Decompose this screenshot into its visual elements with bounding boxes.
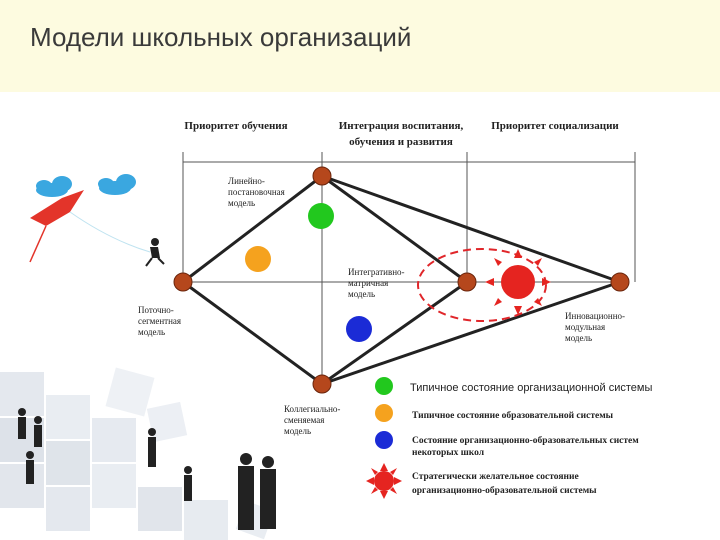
innovation-model-label-2: модульная [565, 322, 605, 332]
node-linear-staged [312, 166, 332, 186]
priority-socialization-label: Приоритет социализации [491, 120, 619, 132]
integrative-model-label: Интегративно- [348, 267, 405, 277]
puzzle-decoration-icon [0, 367, 275, 540]
cloud-icon [98, 174, 136, 195]
node-collegial [312, 374, 332, 394]
integrative-model-label-2: матричная [348, 278, 388, 288]
linear-model-label: Линейно- [228, 176, 265, 186]
innovation-model-label-3: модель [565, 333, 592, 343]
collegial-model-label: Коллегиально- [284, 404, 340, 414]
legend-red-label-2: организационно-образовательной системы [412, 485, 597, 496]
organizational-state-circle [308, 203, 334, 229]
node-integrative-matrix [457, 272, 477, 292]
priority-learning-label: Приоритет обучения [184, 120, 287, 132]
collegial-model-label-2: сменяемая [284, 415, 324, 425]
integrative-model-label-3: модель [348, 289, 375, 299]
model-connections [182, 174, 621, 386]
legend-sun-icon [366, 463, 402, 499]
node-stream-segment [173, 272, 193, 292]
legend-orange-label: Типичное состояние образовательной систе… [412, 410, 614, 421]
page-title: Модели школьных организаций [30, 22, 412, 52]
educational-state-circle [245, 246, 271, 272]
cloud-icon [36, 176, 72, 197]
legend-green-label: Типичное состояние организационной систе… [410, 382, 652, 394]
collegial-model-label-3: модель [284, 426, 311, 436]
legend-blue-label-2: некоторых школ [412, 448, 485, 458]
stream-model-label: Поточно- [138, 305, 174, 315]
legend-orange-marker [375, 404, 393, 422]
priority-integration-label: Интеграция воспитания, [339, 120, 464, 132]
desired-zone-outline [417, 248, 547, 322]
legend-blue-label: Состояние организационно-образовательных… [412, 435, 639, 446]
innovation-model-label: Инновационно- [565, 311, 625, 321]
running-figure-icon [145, 238, 165, 267]
priority-integration-label-2: обучения и развития [349, 136, 453, 148]
legend-red-label: Стратегически желательное состояние [412, 472, 579, 482]
some-schools-state-circle [346, 316, 372, 342]
legend-blue-marker [375, 431, 393, 449]
legend-green-marker [375, 377, 393, 395]
stream-model-label-2: сегментная [138, 316, 181, 326]
stream-model-label-3: модель [138, 327, 165, 337]
linear-model-label-3: модель [228, 198, 255, 208]
linear-model-label-2: постановочная [228, 187, 285, 197]
title-banner [0, 0, 720, 92]
kite-icon [29, 190, 151, 263]
node-innovation-modular [610, 272, 630, 292]
desired-state-sun-icon [485, 249, 551, 315]
people-silhouettes-icon [18, 408, 276, 530]
